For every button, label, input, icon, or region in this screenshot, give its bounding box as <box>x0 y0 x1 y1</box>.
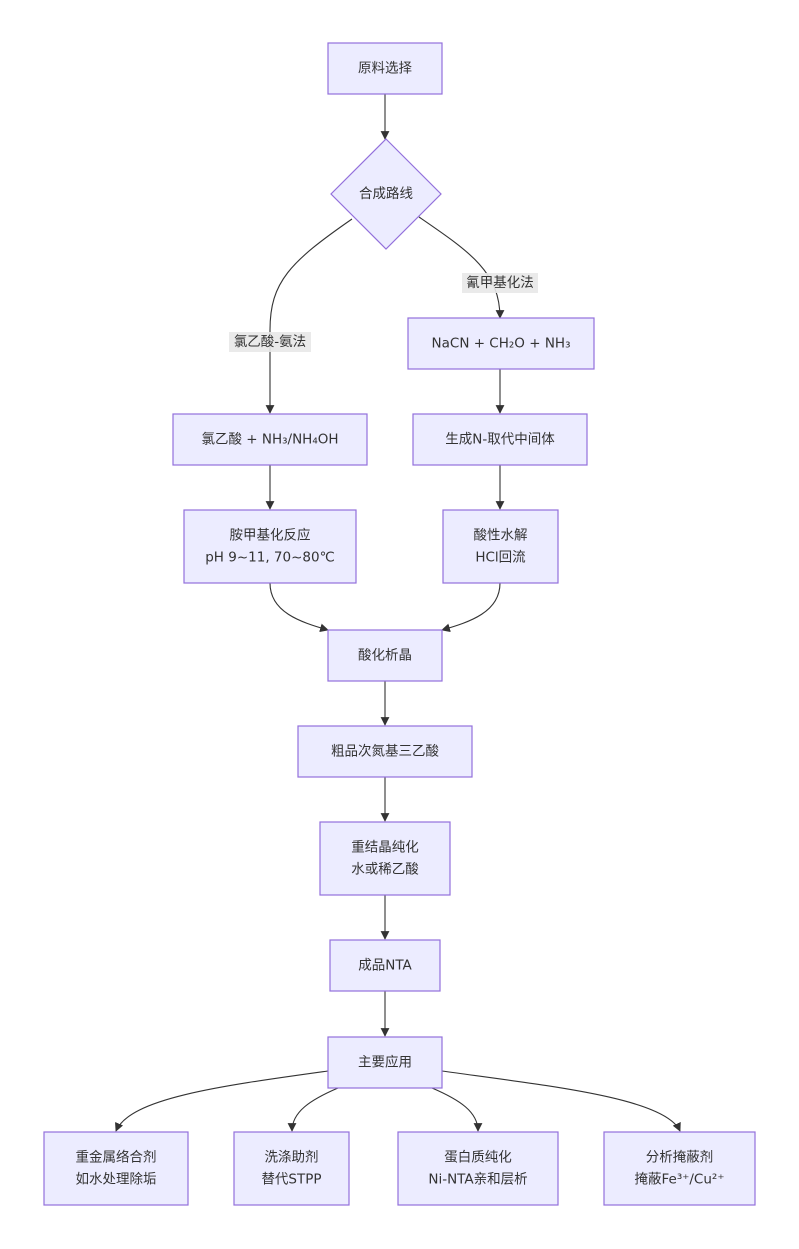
node-box <box>297 725 473 778</box>
node-label-line: 胺甲基化反应 <box>230 527 311 544</box>
node-label-line: Ni-NTA亲和层析 <box>428 1172 527 1188</box>
node-label-line: 合成路线 <box>359 186 413 202</box>
node-app-protein-purification: 蛋白质纯化 Ni-NTA亲和层析 <box>397 1131 559 1206</box>
edge-route-to-cyan <box>418 216 505 319</box>
node-label-line: 粗品次氮基三乙酸 <box>331 743 439 760</box>
node-label-line: 成品NTA <box>358 958 412 974</box>
node-acid-hydrolysis: 酸性水解 HCl回流 <box>442 509 559 584</box>
node-box <box>397 1131 559 1206</box>
node-box <box>327 1036 443 1089</box>
edge-label-text: 氰甲基化法 <box>466 274 534 291</box>
edge-labels: 氯乙酸-氨法 氰甲基化法 <box>229 273 538 352</box>
node-final-product: 成品NTA <box>329 939 441 992</box>
node-cyanomethylation-reagents: NaCN + CH₂O + NH₃ <box>407 317 595 370</box>
node-label-line: 替代STPP <box>261 1172 321 1188</box>
edge-label-text: 氯乙酸-氨法 <box>234 334 306 350</box>
node-label-line: 主要应用 <box>358 1054 412 1071</box>
node-label-line: 重结晶纯化 <box>351 840 419 856</box>
node-label-line: 分析掩蔽剂 <box>646 1150 714 1166</box>
node-box <box>327 629 443 682</box>
node-label-line: 蛋白质纯化 <box>444 1150 512 1166</box>
edges <box>115 94 681 1132</box>
edge-label-chloro: 氯乙酸-氨法 <box>229 332 311 352</box>
node-label-line: 氯乙酸 + NH₃/NH₄OH <box>201 432 338 448</box>
node-label-line: 生成N-取代中间体 <box>445 432 555 448</box>
edge-route-to-chloro <box>265 218 353 414</box>
node-label-line: HCl回流 <box>475 550 526 566</box>
edge-label-background <box>229 332 311 352</box>
edge-label-cyan: 氰甲基化法 <box>462 273 538 293</box>
node-label-line: pH 9~11, 70~80℃ <box>205 550 335 566</box>
node-label-line: 重金属络合剂 <box>76 1150 157 1166</box>
node-synthesis-route-decision: 合成路线 <box>330 138 442 250</box>
node-label-line: 掩蔽Fe³⁺/Cu²⁺ <box>635 1172 725 1188</box>
node-label-line: 水或稀乙酸 <box>351 862 419 878</box>
node-box <box>319 821 451 896</box>
node-label-line: NaCN + CH₂O + NH₃ <box>432 336 571 352</box>
node-box <box>327 42 443 95</box>
node-box <box>233 1131 350 1206</box>
decision-diamond <box>330 138 442 250</box>
node-box <box>183 509 357 584</box>
edge-apps-to-app3 <box>431 1087 483 1132</box>
node-label-line: 原料选择 <box>358 61 412 77</box>
node-label-line: 洗涤助剂 <box>265 1150 319 1166</box>
edge-label-background <box>462 273 538 293</box>
node-box <box>43 1131 189 1206</box>
node-box <box>407 317 595 370</box>
node-label-line: 酸性水解 <box>474 528 528 544</box>
node-label-line: 如水处理除垢 <box>76 1172 157 1188</box>
node-crude-nta: 粗品次氮基三乙酸 <box>297 725 473 778</box>
node-box <box>329 939 441 992</box>
node-acidify-crystallize: 酸化析晶 <box>327 629 443 682</box>
edge-apps-to-app4 <box>441 1070 681 1132</box>
node-box <box>412 413 588 466</box>
node-box <box>603 1131 756 1206</box>
node-box <box>442 509 559 584</box>
edge-apps-to-app1 <box>115 1070 329 1132</box>
edge-apps-to-app2 <box>287 1087 339 1132</box>
node-raw-material-selection: 原料选择 <box>327 42 443 95</box>
edge-amine-to-acidify <box>269 582 329 633</box>
node-aminomethylation-reaction: 胺甲基化反应 pH 9~11, 70~80℃ <box>183 509 357 584</box>
edge-hydro-to-acidify <box>441 582 501 633</box>
node-chloroacetic-reagents: 氯乙酸 + NH₃/NH₄OH <box>172 413 368 466</box>
node-box <box>172 413 368 466</box>
node-main-applications: 主要应用 <box>327 1036 443 1089</box>
node-n-substituted-intermediate: 生成N-取代中间体 <box>412 413 588 466</box>
node-label-line: 酸化析晶 <box>358 648 412 664</box>
